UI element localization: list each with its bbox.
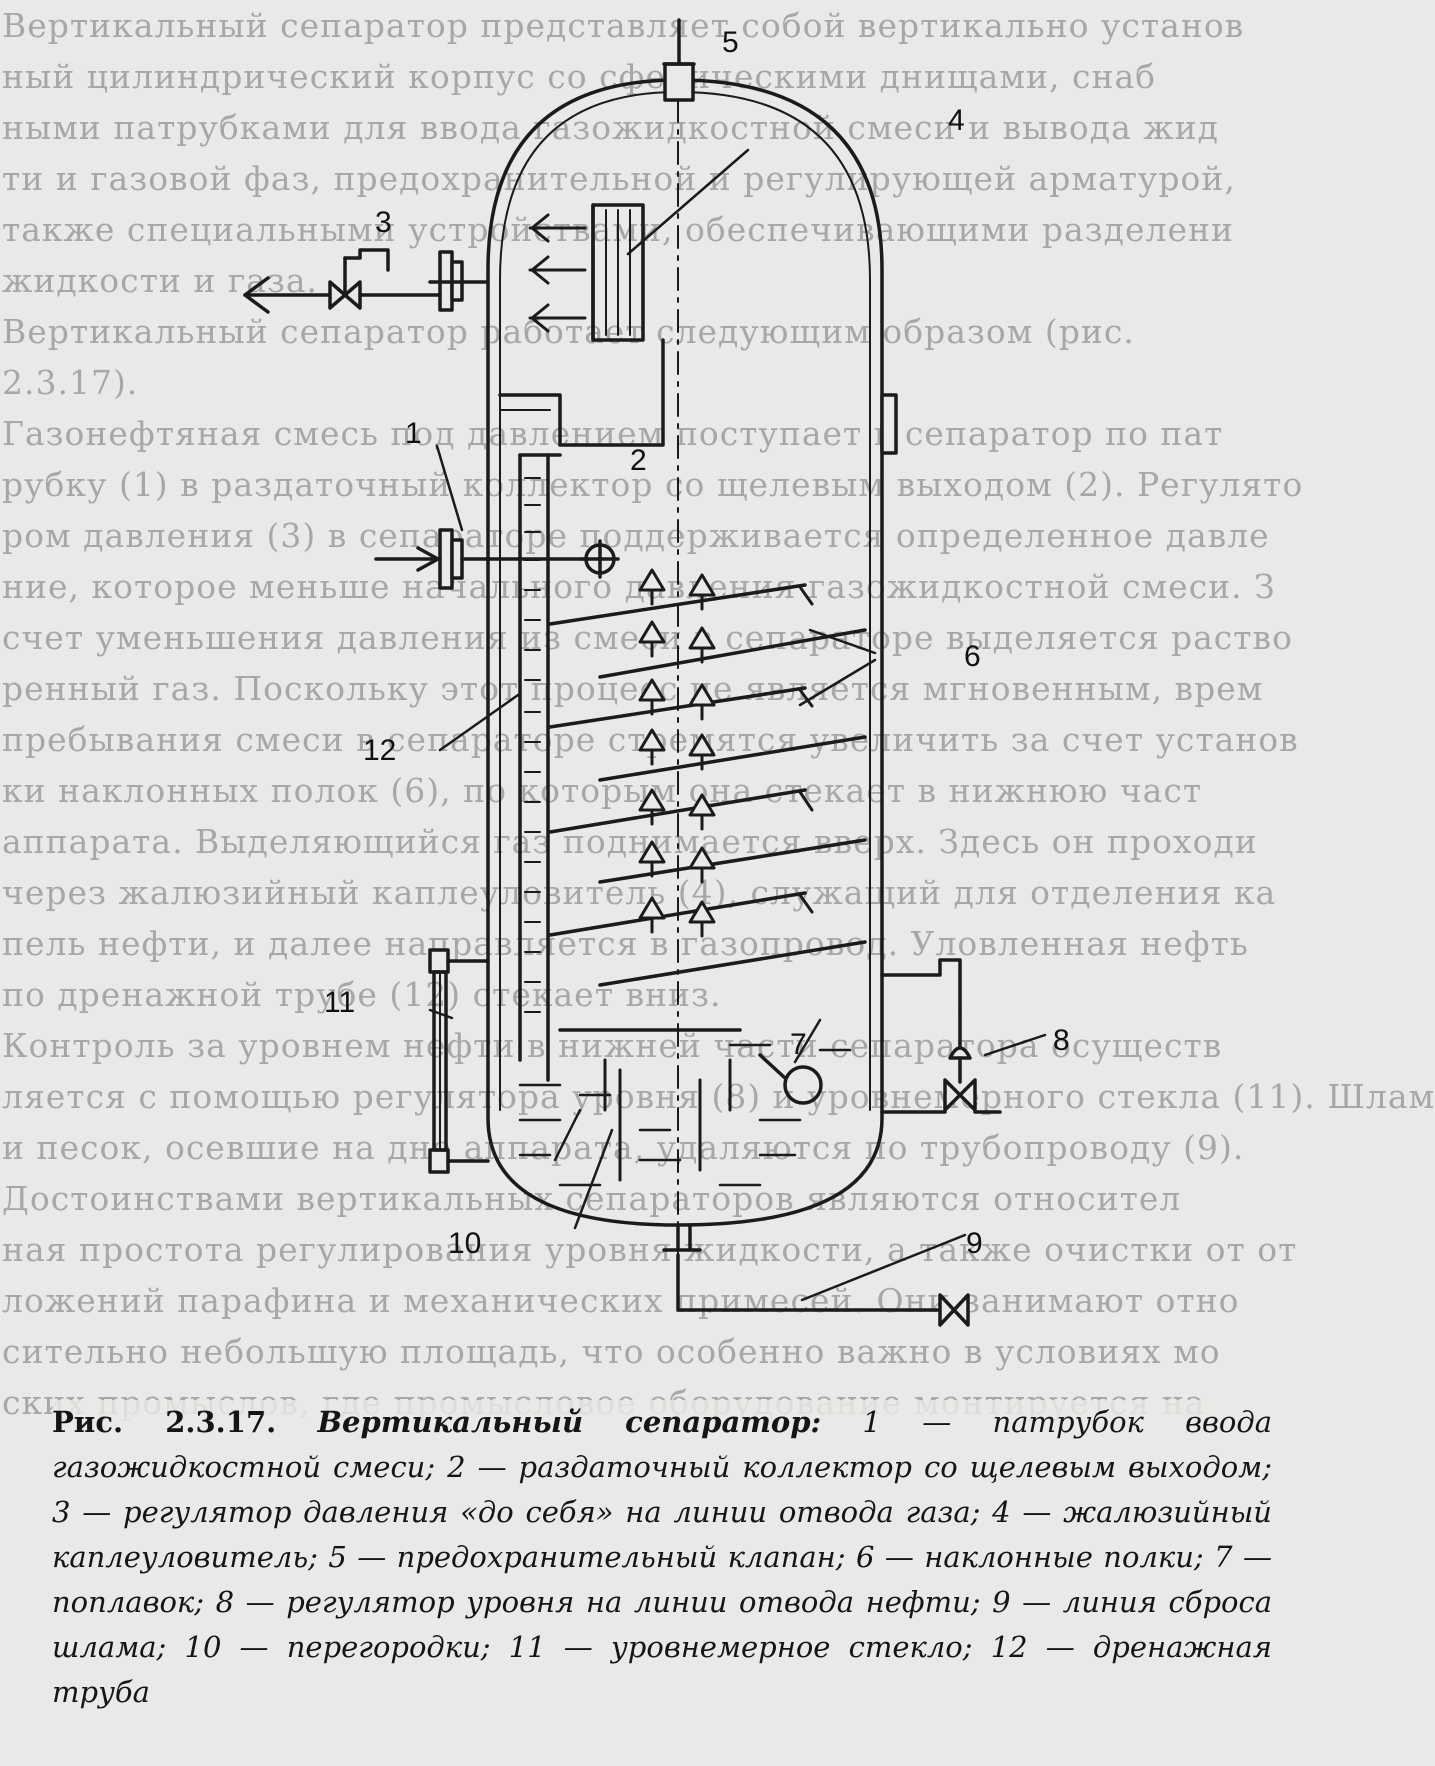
bleed-text-line: ние, которое меньше начального давления … <box>2 567 1276 606</box>
bleed-text-line: рубку (1) в раздаточный коллектор со щел… <box>2 465 1304 504</box>
vessel-inner-wall <box>499 91 871 1111</box>
sludge-drain-line <box>662 1223 970 1327</box>
label-10: 10 <box>448 1227 481 1260</box>
bleed-text-line: 2.3.17). <box>2 363 139 402</box>
bleed-text-line: пель нефти, и далее направляется в газоп… <box>2 924 1249 963</box>
label-4: 4 <box>948 104 965 137</box>
level-gauge-glass <box>428 948 490 1174</box>
side-nozzle <box>880 393 898 455</box>
inclined-shelves <box>548 583 867 987</box>
gas-outlet-line <box>243 248 490 314</box>
bleed-text-line: и песок, осевшие на дне аппарата, удаляю… <box>2 1128 1245 1167</box>
label-9: 9 <box>966 1227 983 1260</box>
separator-diagram: 5 4 3 1 2 6 12 11 7 8 10 9 <box>243 18 1070 1327</box>
liquid-hatch-lines <box>518 1043 852 1187</box>
vessel-shell <box>486 78 884 1227</box>
label-5: 5 <box>722 26 739 59</box>
figure-caption: Рис. 2.3.17. Вертикальный сепаратор: 1 —… <box>52 1400 1272 1715</box>
float-level-regulator <box>558 958 1002 1114</box>
caption-title: Вертикальный сепаратор: <box>317 1405 822 1439</box>
bleed-text-line: аппарата. Выделяющийся газ поднимается в… <box>2 822 1258 861</box>
partitions <box>603 1058 732 1182</box>
bleed-text-line: Контроль за уровнем нефти в нижней части… <box>2 1026 1223 1065</box>
bleed-text-line: ный цилиндрический корпус со сферическим… <box>2 57 1157 96</box>
bleed-text-line: по дренажной трубе (12) стекает вниз. <box>2 975 722 1014</box>
bleed-text-line: ром давления (3) в сепараторе поддержива… <box>2 516 1270 555</box>
louvre-droplet-catcher <box>591 203 645 342</box>
label-2: 2 <box>630 444 647 477</box>
safety-valve <box>662 18 696 102</box>
bleed-text-line: ки наклонных полок (6), по которым она с… <box>2 771 1203 810</box>
bleed-text-line: ная простота регулирования уровня жидкос… <box>2 1230 1298 1269</box>
label-7: 7 <box>790 1028 807 1061</box>
gas-flow-arrows <box>528 213 587 333</box>
bleed-text-line: сительно небольшую площадь, что особенно… <box>2 1332 1221 1371</box>
label-1: 1 <box>405 417 422 450</box>
leader-lines <box>428 148 1047 1302</box>
mixture-inlet <box>374 528 620 590</box>
label-12: 12 <box>363 734 396 767</box>
bleed-text-line: ти и газовой фаз, предохранительной и ре… <box>2 159 1236 198</box>
bleed-text-line: ложений парафина и механических примесей… <box>2 1281 1240 1320</box>
bleed-text-line: ными патрубками для ввода газожидкостной… <box>2 108 1219 147</box>
rising-gas-arrows <box>638 568 716 938</box>
caption-number: Рис. 2.3.17. <box>52 1405 277 1439</box>
bleed-text-line: ренный газ. Поскольку этот процесс не яв… <box>2 669 1264 708</box>
label-6: 6 <box>964 640 981 673</box>
bleed-text-line: Вертикальный сепаратор представляет собо… <box>2 6 1245 45</box>
label-8: 8 <box>1053 1024 1070 1057</box>
collector-and-drain-pipe <box>498 338 665 1082</box>
bleed-text-line: ляется с помощью регулятора уровня (8) и… <box>2 1077 1435 1116</box>
caption-text: 1 — патрубок ввода газожидкостной смеси;… <box>52 1405 1273 1709</box>
bleed-text-line: через жалюзийный каплеуловитель (4), слу… <box>2 873 1277 912</box>
label-3: 3 <box>375 206 392 239</box>
label-11: 11 <box>324 986 355 1019</box>
